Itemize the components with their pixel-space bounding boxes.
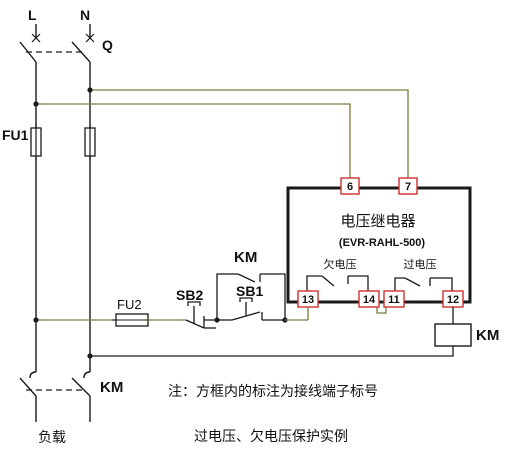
over-voltage-label: 过电压: [404, 258, 437, 271]
label-load: 负载: [38, 430, 66, 446]
terminal-7: 7: [398, 177, 418, 195]
junction-L-control: [33, 317, 39, 323]
caption-text: 过电压、欠电压保护实例: [194, 429, 348, 445]
svg-text:12: 12: [447, 294, 459, 306]
terminal-12: 12: [442, 290, 464, 308]
line-N: [71, 24, 91, 422]
label-KM-contacts: KM: [100, 379, 123, 396]
label-Q: Q: [102, 37, 113, 53]
svg-text:7: 7: [405, 181, 411, 193]
terminal-11: 11: [383, 290, 405, 308]
label-FU1: FU1: [2, 127, 29, 143]
relay-name: 电压继电器: [340, 212, 415, 230]
junction-N-coil: [87, 353, 93, 359]
line-L: [19, 24, 37, 422]
wire-coil-N: [90, 346, 454, 357]
label-N: N: [80, 7, 90, 23]
supply-wires: [36, 89, 409, 178]
label-KM-coil: KM: [476, 327, 499, 344]
svg-text:11: 11: [388, 294, 400, 306]
under-voltage-contact: [306, 275, 369, 291]
label-SB1: SB1: [236, 283, 263, 299]
over-voltage-contact: [394, 277, 453, 291]
terminal-14: 14: [358, 290, 380, 308]
label-FU2: FU2: [117, 297, 142, 312]
terminal-13: 13: [297, 290, 319, 308]
svg-text:6: 6: [347, 181, 353, 193]
start-button-SB1: [231, 297, 285, 321]
km-hook-L: [29, 371, 37, 379]
link-14-11: [376, 307, 387, 314]
label-L: L: [28, 7, 37, 23]
label-SB2: SB2: [176, 287, 203, 303]
label-KM-holding: KM: [234, 249, 257, 266]
relay-model: (EVR-RAHL-500): [339, 237, 426, 249]
junction-N-top: [87, 87, 93, 93]
under-voltage-label: 欠电压: [324, 257, 357, 271]
breaker-crosses: [31, 33, 95, 43]
terminal-6: 6: [340, 177, 360, 195]
km-holding-contact: [216, 273, 286, 320]
note-text: 注：方框内的标注为接线端子标号: [168, 383, 378, 400]
km-coil: [434, 323, 472, 347]
stop-button-SB2: [185, 301, 216, 329]
km-hook-N: [83, 371, 91, 379]
svg-text:14: 14: [363, 294, 376, 306]
svg-text:13: 13: [302, 294, 314, 306]
junction-L-top: [33, 101, 39, 107]
